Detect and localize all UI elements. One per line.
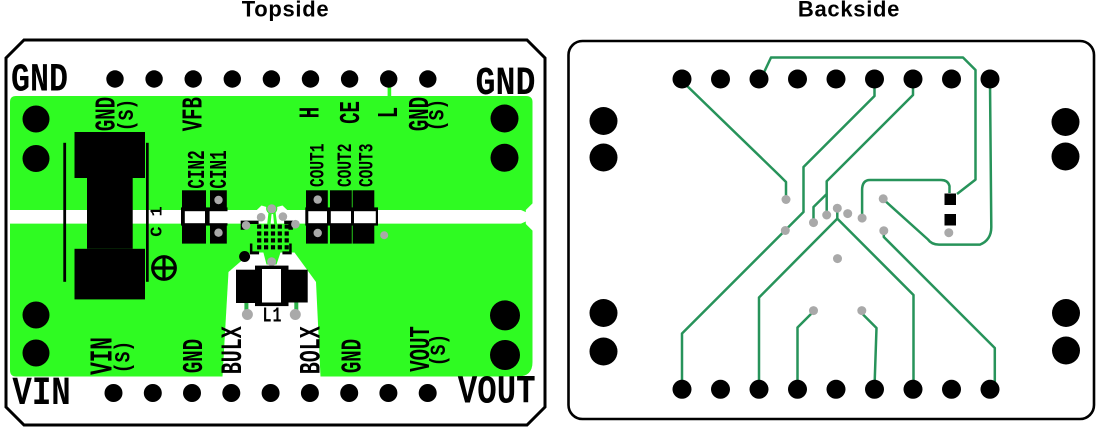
- svg-text:COUT2: COUT2: [335, 144, 358, 187]
- svg-text:BOLX: BOLX: [295, 326, 329, 375]
- svg-text:VIN: VIN: [87, 337, 122, 375]
- svg-text:GND: GND: [406, 97, 438, 131]
- svg-text:COUT3: COUT3: [357, 144, 380, 187]
- svg-text:GND: GND: [476, 62, 536, 107]
- svg-text:(S): (S): [426, 99, 451, 131]
- svg-text:VOUT: VOUT: [458, 371, 536, 416]
- svg-text:GND: GND: [92, 97, 124, 131]
- svg-text:Topside: Topside: [242, 0, 330, 22]
- svg-text:BULX: BULX: [216, 326, 250, 375]
- svg-text:L1: L1: [263, 305, 283, 328]
- svg-text:C1: C1: [149, 196, 168, 236]
- svg-text:CE: CE: [337, 101, 369, 124]
- svg-text:Backside: Backside: [798, 0, 900, 22]
- svg-text:H: H: [296, 107, 328, 118]
- svg-text:GND: GND: [338, 339, 370, 373]
- svg-text:(S): (S): [112, 341, 137, 373]
- svg-text:VOUT: VOUT: [407, 326, 439, 372]
- svg-text:(S): (S): [116, 99, 141, 131]
- svg-text:GND: GND: [180, 339, 212, 373]
- svg-text:L: L: [375, 107, 407, 118]
- svg-text:CIN1: CIN1: [207, 150, 234, 188]
- svg-text:CIN2: CIN2: [185, 150, 212, 188]
- svg-text:GND: GND: [11, 59, 68, 104]
- svg-text:(S): (S): [428, 334, 453, 366]
- svg-text:VIN: VIN: [12, 372, 70, 417]
- svg-text:COUT1: COUT1: [308, 144, 331, 187]
- svg-text:VFB: VFB: [179, 97, 211, 132]
